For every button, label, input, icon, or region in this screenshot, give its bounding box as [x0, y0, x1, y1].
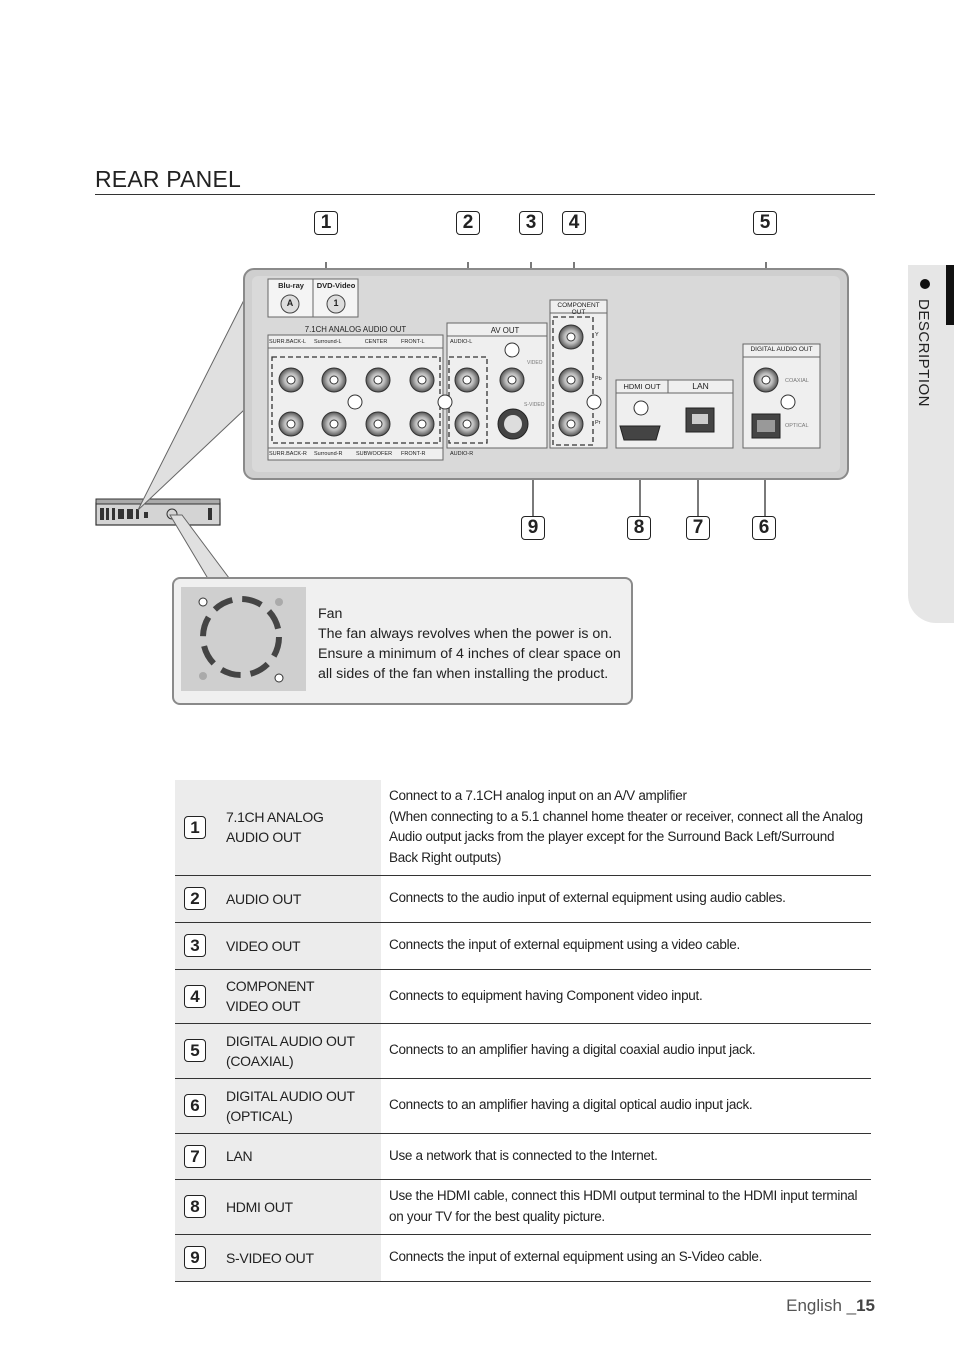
row-name: DIGITAL AUDIO OUT (COAXIAL)	[215, 1023, 381, 1079]
fan-title: Fan	[318, 606, 343, 622]
page-number: 15	[856, 1296, 875, 1315]
page-footer: English _15	[786, 1296, 875, 1316]
row-number: 9	[184, 1246, 206, 1269]
analog-bottom-4: FRONT-R	[401, 451, 426, 457]
callout-2: 2	[456, 211, 480, 235]
table-row: 2 AUDIO OUT Connects to the audio input …	[175, 875, 871, 923]
section-title: REAR PANEL	[95, 166, 242, 192]
row-name: VIDEO OUT	[215, 922, 381, 970]
bluray-label: Blu-ray	[278, 281, 304, 290]
table-row: 1 7.1CH ANALOG AUDIO OUT Connect to a 7.…	[175, 780, 871, 876]
bullet-icon	[920, 279, 930, 289]
row-description: Use a network that is connected to the I…	[381, 1133, 871, 1180]
row-description: Use the HDMI cable, connect this HDMI ou…	[381, 1179, 871, 1235]
analog-bottom-1: SURR.BACK-R	[269, 451, 307, 457]
fan-line-1: The fan always revolves when the power i…	[318, 626, 613, 642]
callout-8: 8	[627, 516, 651, 540]
row-number: 1	[184, 815, 206, 839]
row-number: 8	[184, 1195, 206, 1218]
row-name: HDMI OUT	[215, 1179, 381, 1235]
row-description: Connects the input of external equipment…	[381, 1234, 871, 1282]
comp-pb-label: Pb	[595, 376, 602, 382]
callout-4: 4	[562, 211, 586, 235]
table-row: 5 DIGITAL AUDIO OUT (COAXIAL) Connects t…	[175, 1023, 871, 1079]
row-name: S-VIDEO OUT	[215, 1234, 381, 1282]
row-name: DIGITAL AUDIO OUT (OPTICAL)	[215, 1078, 381, 1134]
table-row: 8 HDMI OUT Use the HDMI cable, connect t…	[175, 1179, 871, 1235]
region-1: 1	[333, 298, 339, 308]
hdmi-label: HDMI OUT	[623, 382, 661, 391]
row-number: 7	[184, 1144, 206, 1168]
svideo-label: S-VIDEO	[524, 402, 545, 408]
connector-table: 1 7.1CH ANALOG AUDIO OUT Connect to a 7.…	[175, 780, 871, 1282]
row-number: 4	[184, 984, 206, 1008]
comp-pr-label: Pr	[595, 420, 601, 426]
video-label: VIDEO	[527, 360, 543, 366]
row-description: Connects to an amplifier having a digita…	[381, 1078, 871, 1134]
callout-7: 7	[686, 516, 710, 540]
row-description: Connects to the audio input of external …	[381, 875, 871, 923]
row-description: Connects the input of external equipment…	[381, 922, 871, 970]
callout-9: 9	[521, 516, 545, 540]
table-row: 4 COMPONENT VIDEO OUT Connects to equipm…	[175, 969, 871, 1024]
audio-r-label: AUDIO-R	[450, 451, 474, 457]
row-description: Connects to an amplifier having a digita…	[381, 1023, 871, 1079]
row-name: 7.1CH ANALOG AUDIO OUT	[215, 780, 381, 876]
audio-l-label: AUDIO-L	[450, 339, 473, 345]
digital-title: DIGITAL AUDIO OUT	[750, 346, 813, 353]
row-description: Connect to a 7.1CH analog input on an A/…	[381, 780, 871, 876]
fan-line-2: Ensure a minimum of 4 inches of clear sp…	[318, 646, 621, 662]
row-number: 6	[184, 1094, 206, 1117]
optical-label: OPTICAL	[785, 423, 809, 429]
row-description: Connects to equipment having Component v…	[381, 969, 871, 1024]
region-a: A	[286, 298, 294, 308]
player-unit	[95, 498, 221, 526]
row-number: 3	[184, 934, 206, 957]
av-out-title: AV OUT	[490, 326, 520, 335]
coaxial-label: COAXIAL	[785, 378, 809, 384]
analog-bottom-3: SUBWOOFER	[356, 451, 393, 457]
analog-title: 7.1CH ANALOG AUDIO OUT	[304, 325, 407, 334]
row-name: COMPONENT VIDEO OUT	[215, 969, 381, 1024]
component-title: COMPONENT OUT	[557, 302, 600, 316]
table-row: 7 LAN Use a network that is connected to…	[175, 1133, 871, 1180]
table-row: 3 VIDEO OUT Connects the input of extern…	[175, 922, 871, 970]
analog-top-4: FRONT-L	[401, 339, 425, 345]
analog-top-3: CENTER	[364, 339, 388, 345]
callout-3: 3	[519, 211, 543, 235]
analog-top-2: Surround-L	[314, 339, 342, 345]
side-tab-label: DESCRIPTION	[915, 299, 932, 408]
row-name: LAN	[215, 1133, 381, 1180]
row-name: AUDIO OUT	[215, 875, 381, 923]
callout-1: 1	[314, 211, 338, 235]
table-row: 9 S-VIDEO OUT Connects the input of exte…	[175, 1234, 871, 1282]
callout-6: 6	[752, 516, 776, 540]
callout-5: 5	[753, 211, 777, 235]
row-number: 5	[184, 1039, 206, 1062]
section-title-rule	[95, 194, 875, 195]
footer-language: English _	[786, 1296, 857, 1315]
fan-line-3: all sides of the fan when installing the…	[318, 666, 609, 682]
lan-label: LAN	[692, 381, 709, 391]
table-row: 6 DIGITAL AUDIO OUT (OPTICAL) Connects t…	[175, 1078, 871, 1134]
analog-bottom-2: Surround-R	[314, 451, 343, 457]
comp-y-label: Y	[595, 332, 599, 338]
row-number: 2	[184, 887, 206, 910]
fan-icon	[181, 587, 306, 691]
fan-note: Fan The fan always revolves when the pow…	[318, 604, 623, 684]
side-tab-marker	[946, 265, 954, 325]
dvd-label: DVD-Video	[316, 281, 356, 290]
analog-top-1: SURR.BACK-L	[269, 339, 306, 345]
side-tab: DESCRIPTION	[908, 265, 954, 623]
